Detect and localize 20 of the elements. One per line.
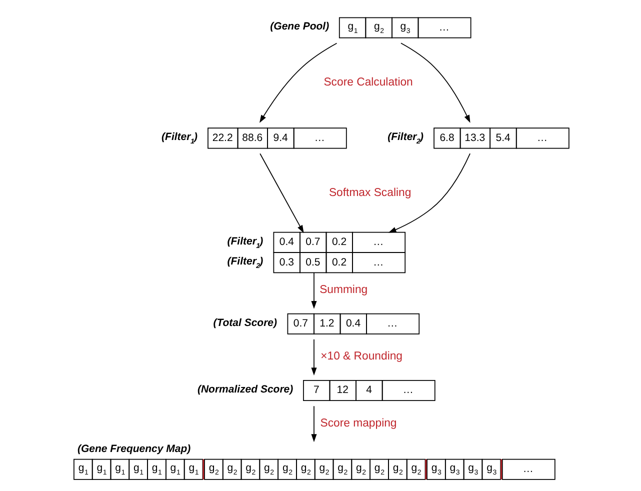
arrow — [259, 153, 304, 234]
node-label: (Gene Pool) — [270, 20, 329, 33]
node-label: (Normalized Score) — [196, 383, 293, 396]
label: Score Calculation — [323, 76, 412, 89]
label: Softmax Scaling — [328, 186, 411, 199]
node-label: (Filter$_{2}$) — [387, 131, 423, 146]
arrow — [259, 42, 337, 123]
arrow — [310, 272, 316, 309]
node-label: (Filter$_{2}$) — [226, 255, 263, 270]
edge-label: ×10 & Rounding — [320, 350, 402, 363]
node-label: (Filter$_{1}$) — [226, 235, 263, 250]
node-label: (Total Score) — [212, 316, 277, 329]
arrow — [310, 338, 316, 376]
edge-label: Summing — [319, 284, 368, 296]
arrow — [310, 406, 316, 442]
arrow — [400, 42, 470, 123]
edge-label: Score mapping — [320, 417, 396, 430]
arrow — [388, 153, 470, 233]
node-label: (Filter$_{1}$) — [161, 131, 197, 146]
node-label: (Gene Frequency Map) — [76, 442, 190, 455]
